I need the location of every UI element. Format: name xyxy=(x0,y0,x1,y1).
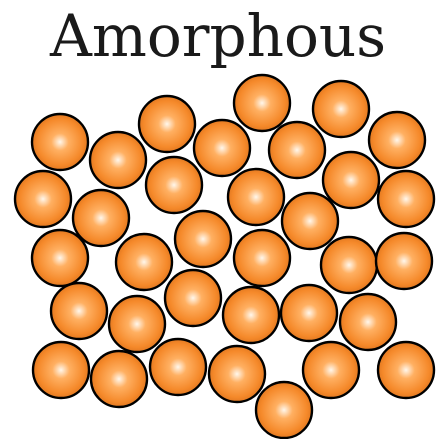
atom-23 xyxy=(51,283,107,339)
atom-24 xyxy=(223,287,279,343)
atom-1 xyxy=(234,75,290,131)
atom-32 xyxy=(303,342,359,398)
atom-17 xyxy=(32,230,88,286)
atom-31 xyxy=(209,346,265,402)
atom-19 xyxy=(234,230,290,286)
atom-29 xyxy=(33,342,89,398)
atom-34 xyxy=(256,382,312,438)
atom-4 xyxy=(32,114,88,170)
atom-13 xyxy=(378,171,434,227)
atom-9 xyxy=(323,152,379,208)
atom-33 xyxy=(378,342,434,398)
atom-7 xyxy=(269,122,325,178)
atom-30 xyxy=(91,351,147,407)
atom-15 xyxy=(282,193,338,249)
atom-3 xyxy=(139,96,195,152)
atom-20 xyxy=(321,237,377,293)
atom-28 xyxy=(150,339,206,395)
atom-10 xyxy=(146,157,202,213)
atom-26 xyxy=(109,296,165,352)
atom-12 xyxy=(228,169,284,225)
atom-27 xyxy=(340,294,396,350)
atom-25 xyxy=(281,285,337,341)
atom-5 xyxy=(369,112,425,168)
atom-2 xyxy=(313,81,369,137)
atom-22 xyxy=(165,270,221,326)
atom-6 xyxy=(194,120,250,176)
atom-21 xyxy=(376,233,432,289)
atom-16 xyxy=(175,211,231,267)
atom-18 xyxy=(116,234,172,290)
atom-11 xyxy=(15,171,71,227)
atom-8 xyxy=(90,132,146,188)
atom-14 xyxy=(73,190,129,246)
